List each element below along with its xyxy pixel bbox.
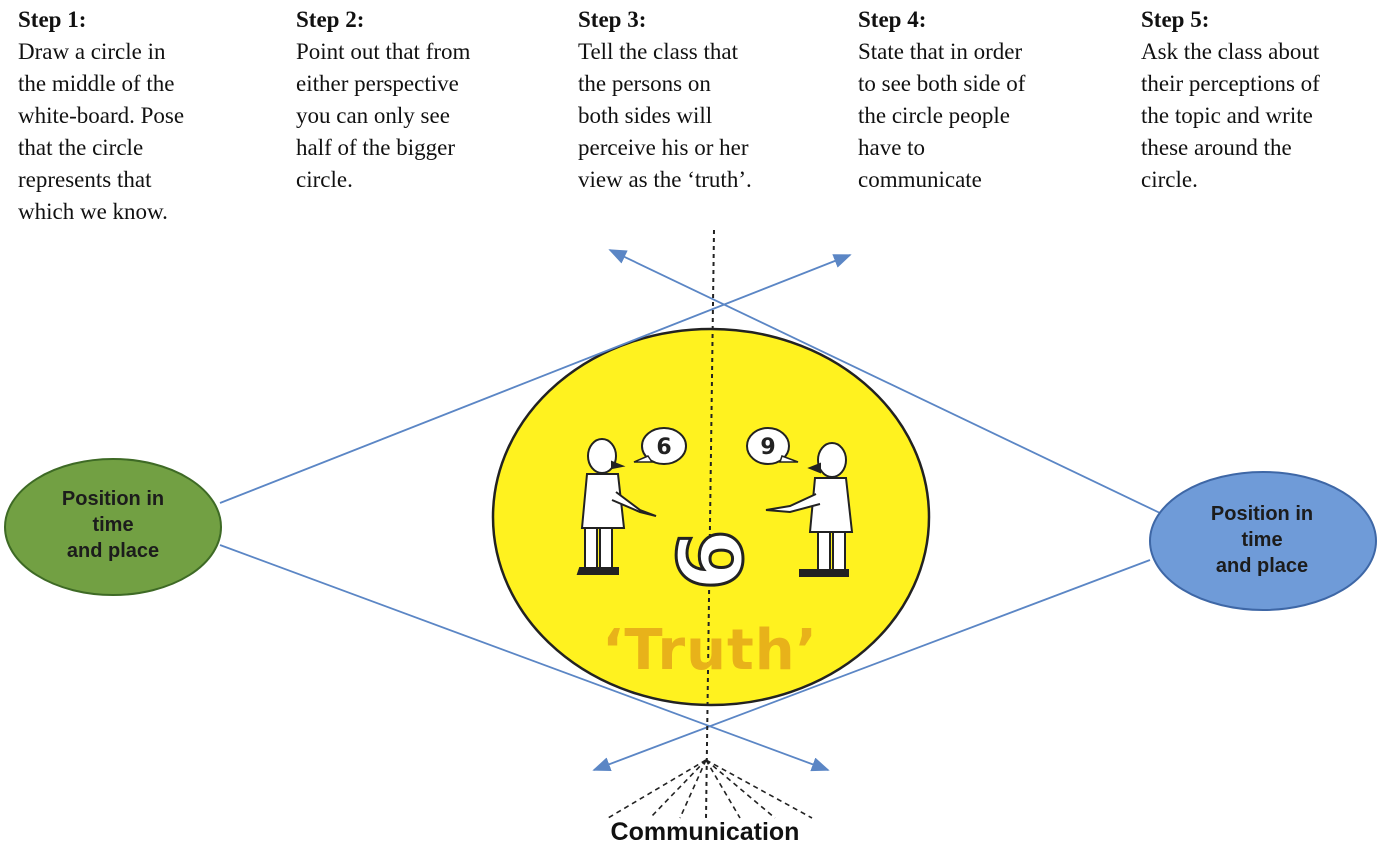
communication-label: Communication bbox=[540, 818, 870, 847]
left-position-label: Position in time and place bbox=[20, 486, 206, 564]
right-bubble-numeral: 9 bbox=[760, 435, 775, 460]
left-bubble-numeral: 6 bbox=[656, 435, 671, 460]
right-position-label: Position in time and place bbox=[1168, 501, 1356, 579]
communication-fan bbox=[608, 760, 812, 818]
truth-label: ‘Truth’ bbox=[560, 618, 860, 683]
floor-numeral: 6 bbox=[660, 529, 763, 590]
